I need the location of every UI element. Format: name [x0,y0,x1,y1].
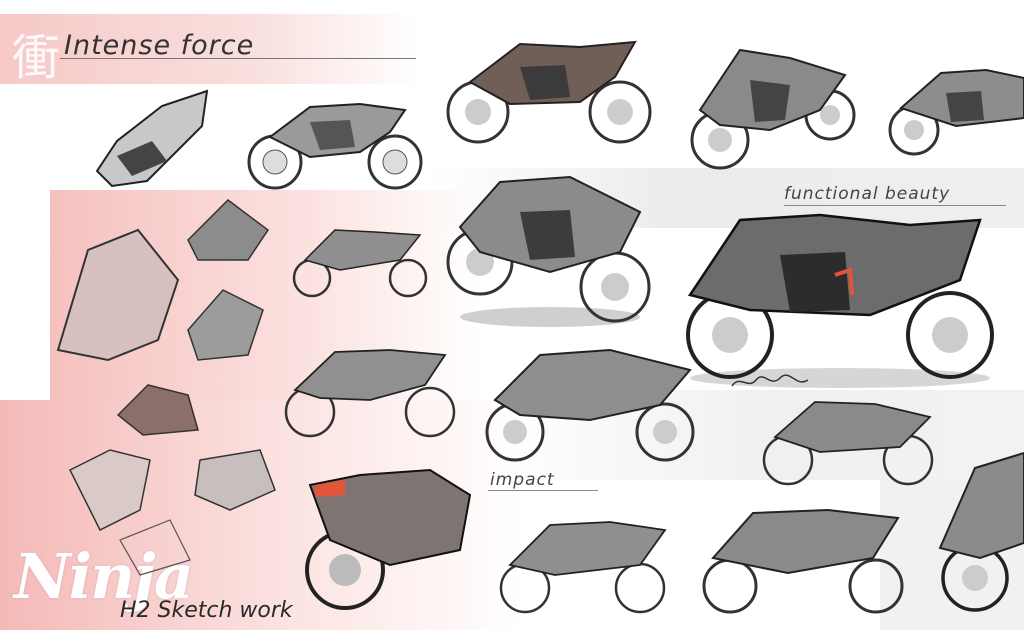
motorcycle-sketch-5 [292,229,428,298]
tail-sketches [68,449,276,576]
underline-functional [784,205,1006,206]
motorcycle-sketch-10 [762,401,934,486]
underline-intense [60,58,416,59]
heading-sketch-work: H2 Sketch work [120,598,293,623]
motorcycle-sketch-2 [446,40,652,144]
motorcycle-sketch-3 [690,48,856,170]
heading-intense-force: Intense force [64,30,255,61]
motorcycle-sketch-8 [284,349,456,438]
face-sketches [56,199,270,436]
underline-impact [488,490,598,491]
motorcycle-sketch-9 [485,348,695,462]
motorcycle-sketch-11-rear [305,468,472,610]
heading-functional-beauty: functional beauty [784,184,951,204]
kanji-watermark: 衝 [12,30,61,86]
motorcycle-sketch-12 [499,521,667,614]
motorcycle-sketch-13 [702,508,904,614]
motorcycle-sketch-4 [888,68,1024,156]
heading-impact: impact [490,470,555,490]
motorcycle-sketch-1 [247,102,423,190]
fairing-sketch-1 [95,89,209,188]
motorcycle-sketch-7-hero [686,213,994,388]
pink-band-top [0,14,420,84]
motorcycle-sketch-6 [446,175,651,327]
artist-signature [731,374,809,387]
motorcycle-sketch-14 [938,451,1024,612]
ninja-logo: Ninja [14,540,194,613]
